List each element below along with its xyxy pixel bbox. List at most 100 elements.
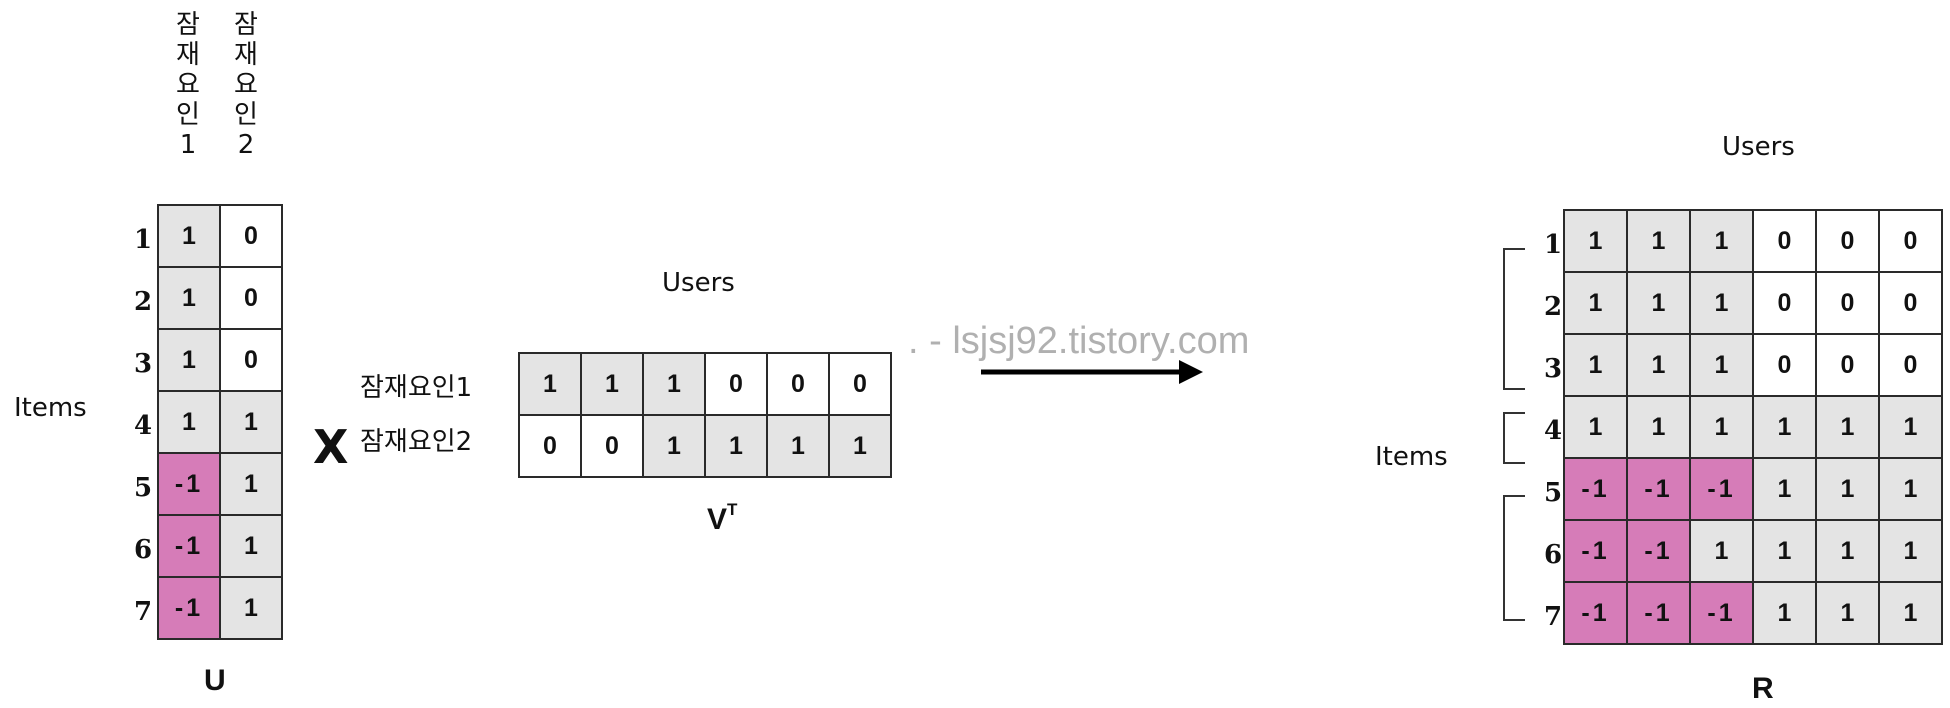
u-row-label-1: 1	[133, 225, 153, 255]
vt-name-superscript: T	[727, 500, 738, 519]
r-cell-r4-c1: 1	[1563, 395, 1628, 459]
u-row-label-7: 7	[133, 597, 153, 627]
r-cell-r1-c3: 1	[1689, 209, 1754, 273]
items-label-right: Items	[1375, 442, 1448, 472]
r-cell-r1-c5: 0	[1815, 209, 1880, 273]
u-cell-r2-c2: 0	[219, 266, 283, 330]
r-cell-r6-c5: 1	[1815, 519, 1880, 583]
r-cell-r7-c3: -1	[1689, 581, 1754, 645]
r-users-header: Users	[1722, 132, 1795, 162]
u-col-header-2-char-5: 2	[237, 130, 255, 160]
r-row-label-4: 4	[1543, 416, 1563, 446]
r-cell-r6-c3: 1	[1689, 519, 1754, 583]
r-cell-r7-c5: 1	[1815, 581, 1880, 645]
r-cell-r2-c4: 0	[1752, 271, 1817, 335]
r-cell-r7-c2: -1	[1626, 581, 1691, 645]
multiply-sign: X	[313, 420, 349, 474]
result-arrow	[981, 360, 1203, 384]
u-col-header-2-char-4: 인	[234, 100, 258, 130]
vt-cell-r1-c5: 0	[766, 352, 830, 416]
vt-cell-r1-c4: 0	[704, 352, 768, 416]
r-cell-r2-c3: 1	[1689, 271, 1754, 335]
u-cell-r4-c1: 1	[157, 390, 221, 454]
r-row-label-7: 7	[1543, 602, 1563, 632]
r-cell-r4-c6: 1	[1878, 395, 1943, 459]
u-col-header-2-char-1: 잠	[234, 10, 258, 40]
u-col-header-1-char-5: 1	[179, 130, 197, 160]
r-cell-r1-c6: 0	[1878, 209, 1943, 273]
u-col-header-2-char-3: 요	[234, 70, 258, 100]
r-cell-r3-c4: 0	[1752, 333, 1817, 397]
r-cell-r3-c3: 1	[1689, 333, 1754, 397]
u-cell-r2-c1: 1	[157, 266, 221, 330]
vt-cell-r2-c3: 1	[642, 414, 706, 478]
u-cell-r7-c1: -1	[157, 576, 221, 640]
r-cell-r5-c4: 1	[1752, 457, 1817, 521]
vt-cell-r1-c6: 0	[828, 352, 892, 416]
r-cell-r3-c6: 0	[1878, 333, 1943, 397]
u-row-label-6: 6	[133, 535, 153, 565]
vt-users-header: Users	[662, 268, 735, 298]
r-matrix-name: R	[1752, 672, 1774, 705]
u-row-label-3: 3	[133, 349, 153, 379]
r-cell-r3-c5: 0	[1815, 333, 1880, 397]
u-row-label-2: 2	[133, 287, 153, 317]
vt-cell-r1-c2: 1	[580, 352, 644, 416]
r-cell-r6-c6: 1	[1878, 519, 1943, 583]
r-row-label-3: 3	[1543, 354, 1563, 384]
r-cell-r2-c1: 1	[1563, 271, 1628, 335]
r-cell-r7-c4: 1	[1752, 581, 1817, 645]
bracket-group-1	[1503, 248, 1525, 390]
vt-cell-r1-c3: 1	[642, 352, 706, 416]
r-cell-r3-c1: 1	[1563, 333, 1628, 397]
u-cell-r7-c2: 1	[219, 576, 283, 640]
u-cell-r3-c2: 0	[219, 328, 283, 392]
r-cell-r6-c2: -1	[1626, 519, 1691, 583]
r-cell-r2-c5: 0	[1815, 271, 1880, 335]
vt-cell-r2-c2: 0	[580, 414, 644, 478]
r-cell-r5-c2: -1	[1626, 457, 1691, 521]
u-cell-r1-c1: 1	[157, 204, 221, 268]
vt-cell-r1-c1: 1	[518, 352, 582, 416]
u-cell-r6-c2: 1	[219, 514, 283, 578]
r-row-label-2: 2	[1543, 292, 1563, 322]
u-matrix-name: U	[204, 664, 226, 697]
u-cell-r1-c2: 0	[219, 204, 283, 268]
u-row-label-4: 4	[133, 411, 153, 441]
u-cell-r5-c1: -1	[157, 452, 221, 516]
vt-cell-r2-c6: 1	[828, 414, 892, 478]
r-cell-r6-c1: -1	[1563, 519, 1628, 583]
u-row-label-5: 5	[133, 473, 153, 503]
u-cell-r3-c1: 1	[157, 328, 221, 392]
u-cell-r5-c2: 1	[219, 452, 283, 516]
vt-cell-r2-c5: 1	[766, 414, 830, 478]
r-cell-r5-c5: 1	[1815, 457, 1880, 521]
vt-matrix-name: VT	[707, 500, 737, 537]
u-col-header-1-char-4: 인	[176, 100, 200, 130]
r-row-label-6: 6	[1543, 540, 1563, 570]
vt-row-label-1: 잠재요인1	[360, 373, 473, 403]
r-cell-r1-c4: 0	[1752, 209, 1817, 273]
u-col-header-1-char-3: 요	[176, 70, 200, 100]
bracket-group-3	[1503, 495, 1525, 621]
vt-cell-r2-c4: 1	[704, 414, 768, 478]
r-cell-r4-c5: 1	[1815, 395, 1880, 459]
r-cell-r6-c4: 1	[1752, 519, 1817, 583]
vt-row-label-2: 잠재요인2	[360, 427, 473, 457]
r-cell-r7-c6: 1	[1878, 581, 1943, 645]
r-cell-r3-c2: 1	[1626, 333, 1691, 397]
r-cell-r1-c1: 1	[1563, 209, 1628, 273]
r-cell-r4-c3: 1	[1689, 395, 1754, 459]
r-cell-r4-c4: 1	[1752, 395, 1817, 459]
items-label-left: Items	[14, 393, 87, 423]
r-cell-r7-c1: -1	[1563, 581, 1628, 645]
u-col-header-1-char-2: 재	[176, 40, 200, 70]
u-cell-r6-c1: -1	[157, 514, 221, 578]
r-cell-r5-c3: -1	[1689, 457, 1754, 521]
vt-cell-r2-c1: 0	[518, 414, 582, 478]
r-row-label-5: 5	[1543, 478, 1563, 508]
bracket-group-2	[1503, 412, 1525, 464]
watermark: . - lsjsj92.tistory.com	[908, 320, 1250, 362]
r-cell-r5-c6: 1	[1878, 457, 1943, 521]
r-row-label-1: 1	[1543, 230, 1563, 260]
